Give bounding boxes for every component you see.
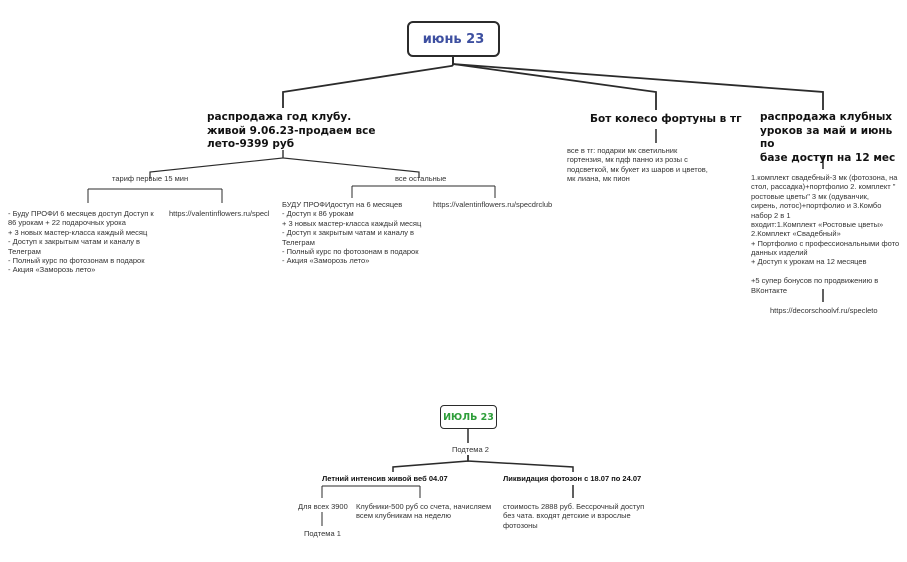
june-connector-2	[452, 57, 657, 110]
fortune-bot-details[interactable]: все в тг: подарки мк светильник гортензи…	[567, 146, 708, 184]
july-subtopic[interactable]: Подтема 2	[452, 445, 489, 454]
club-sale-connector-2	[282, 150, 420, 178]
for-all-price[interactable]: Для всех 3900	[298, 502, 348, 511]
photozone-liquidation-details[interactable]: стоимость 2888 руб. Бессрочный доступ бе…	[503, 502, 645, 530]
tariff-rest-label[interactable]: все остальные	[395, 174, 447, 183]
tariff-rest-link[interactable]: https://valentinflowers.ru/specdrclub	[433, 200, 553, 209]
club-lessons-title[interactable]: распродажа клубных уроков за май и июнь …	[760, 111, 896, 164]
june-root-node[interactable]: июнь 23	[407, 21, 500, 57]
tariff-first-details[interactable]: - Буду ПРОФИ 6 месяцев доступ Доступ к 8…	[8, 209, 154, 275]
july-connector-2	[467, 455, 574, 472]
tariff-rest-details[interactable]: БУДУ ПРОФИдоступ на 6 месяцев - Доступ к…	[282, 200, 422, 266]
strawberry-note[interactable]: Клубники-500 руб со счета, начисляем все…	[356, 502, 492, 521]
june-connector-1	[282, 57, 454, 108]
july-root-node[interactable]: ИЮЛЬ 23	[440, 405, 497, 429]
june-root-label: июнь 23	[422, 31, 485, 47]
tariff-first-link[interactable]: https://valentinflowers.ru/specl	[169, 209, 270, 218]
fortune-bot-title[interactable]: Бот колесо фортуны в тг	[590, 113, 742, 125]
july-root-label: ИЮЛЬ 23	[443, 411, 494, 423]
for-all-child[interactable]: Подтема 1	[304, 529, 341, 538]
july-connector-1	[392, 455, 469, 472]
club-sale-title[interactable]: распродажа год клубу. живой 9.06.23-прод…	[207, 111, 376, 151]
summer-intensive-title[interactable]: Летний интенсив живой веб 04.07	[322, 474, 448, 483]
club-lessons-link[interactable]: https://decorschoolvf.ru/specleto	[770, 306, 878, 315]
tariff-first-label[interactable]: тариф первые 15 мин	[112, 174, 189, 183]
club-lessons-details[interactable]: 1.комплект свадебный-3 мк (фотозона, на …	[751, 173, 900, 295]
photozone-liquidation-title[interactable]: Ликвидация фотозон с 18.07 по 24.07	[503, 474, 642, 483]
june-connector-3	[452, 57, 824, 110]
